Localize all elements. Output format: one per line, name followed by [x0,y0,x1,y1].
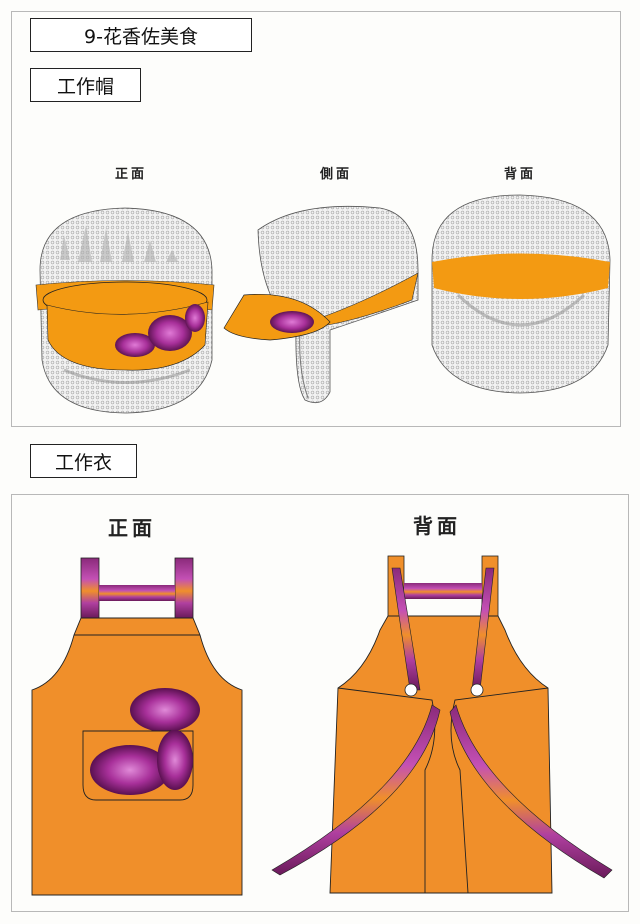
flower-print-icon [115,304,205,357]
page-title-text: 9-花香佐美食 [84,25,198,48]
flower-print-icon [90,730,193,795]
apron-heading-text: 工作衣 [54,451,112,474]
cap-heading-text: 工作帽 [56,75,114,98]
cap-front-label: 正面 [114,167,148,182]
cap-back-label: 背面 [503,167,537,182]
apron-front-label: 正面 [108,516,156,540]
page-title: 9-花香佐美食 [30,18,252,52]
button-icon [404,683,418,697]
cap-back-illustration [431,194,611,394]
apron-section-heading: 工作衣 [30,444,137,478]
button-icon [470,683,484,697]
cap-section-heading: 工作帽 [30,68,141,102]
flower-print-icon [270,311,314,333]
apron-back-label: 背面 [413,514,461,538]
apron-front-illustration [31,557,243,896]
cap-front-illustration [35,207,215,414]
cap-side-label: 側面 [319,167,353,182]
flower-print-icon [130,688,200,732]
cap-side-illustration [223,205,419,404]
apron-back-illustration [271,555,613,894]
